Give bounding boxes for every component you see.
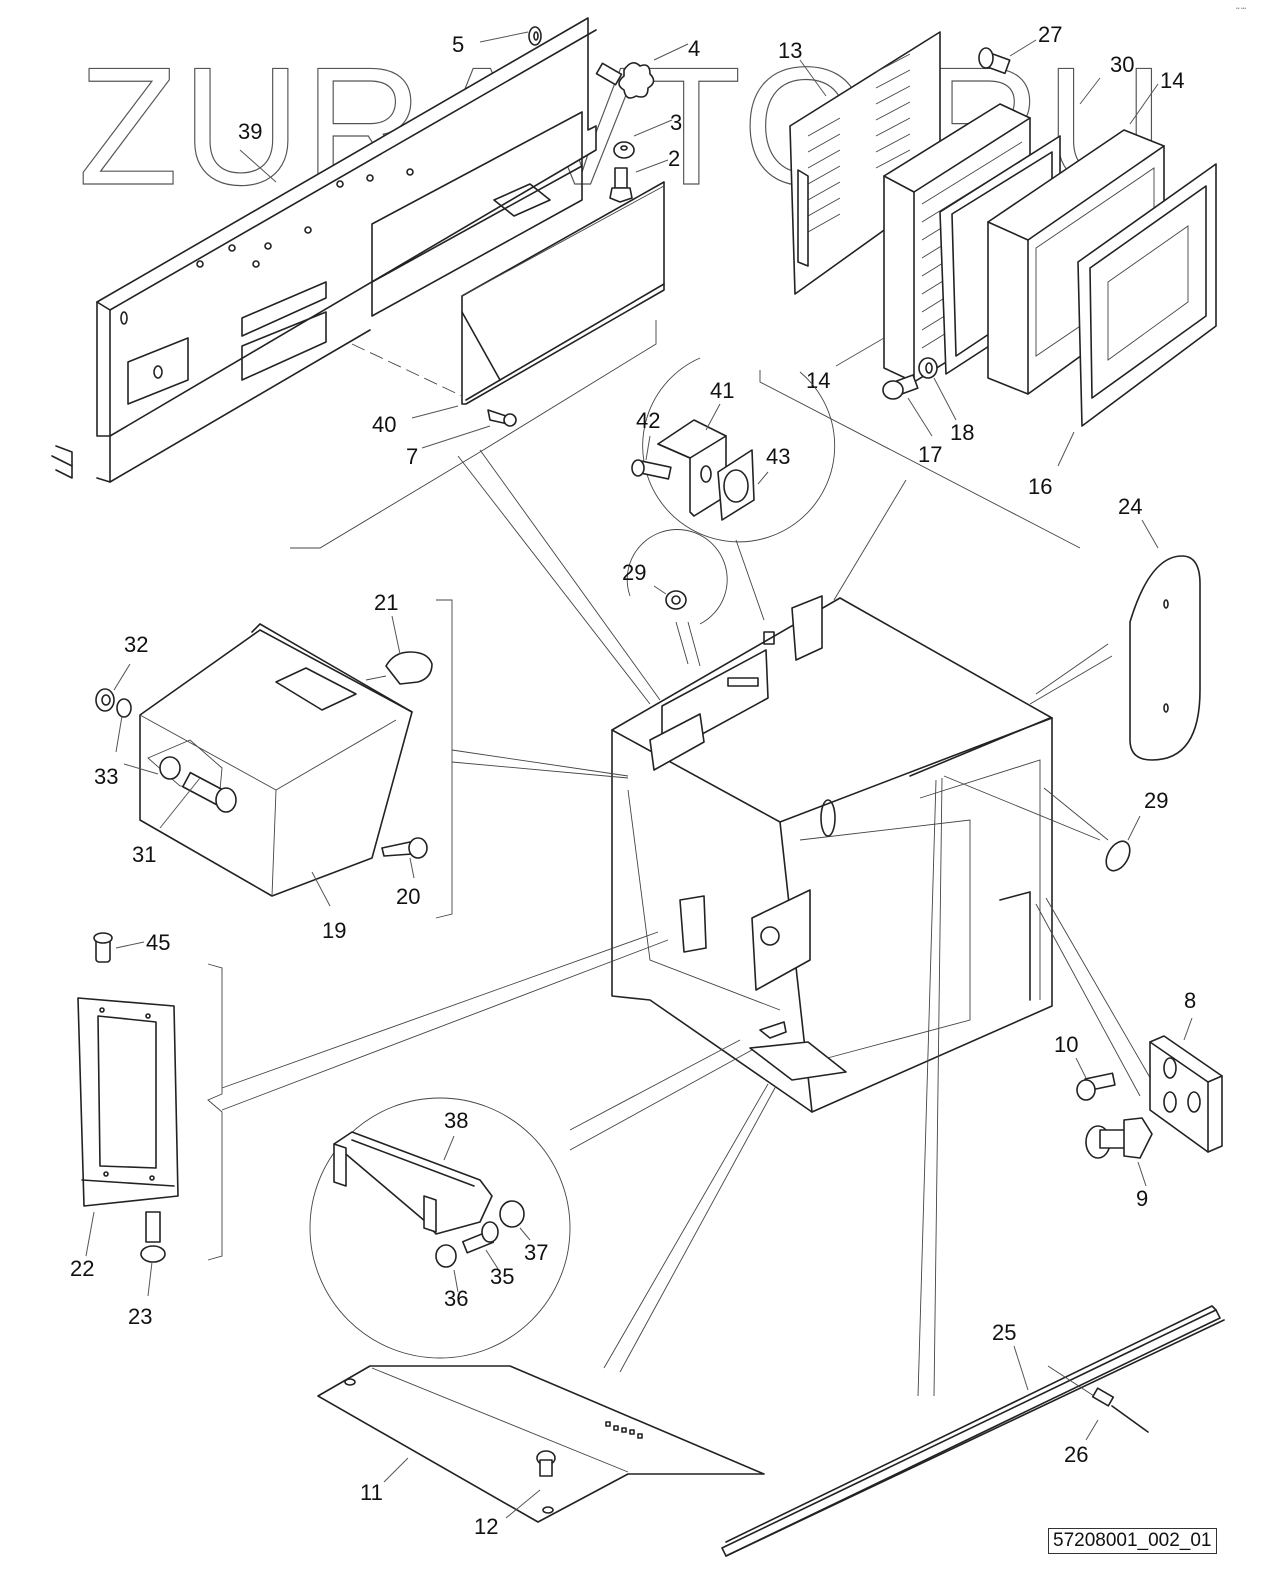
part-37-nut xyxy=(499,1200,525,1228)
part-45-insert-nut xyxy=(93,932,113,963)
part-22-bracket-frame xyxy=(77,997,179,1207)
callout-16: 16 xyxy=(1028,474,1052,499)
part-40-cover-plate xyxy=(461,181,665,405)
callout-33: 33 xyxy=(94,764,118,789)
callout-45: 45 xyxy=(146,930,170,955)
callout-27: 27 xyxy=(1038,22,1062,47)
part-35-bolt xyxy=(461,1221,499,1254)
detail-circle-bracket xyxy=(631,357,836,543)
callout-23: 23 xyxy=(128,1304,152,1329)
part-25-angle-strip xyxy=(721,1305,1225,1557)
part-11-floor-plate xyxy=(317,1365,765,1523)
callout-20: 20 xyxy=(396,884,420,909)
part-2-bolt xyxy=(609,167,633,203)
part-21-connector xyxy=(365,651,433,685)
detail-circle-grommet xyxy=(626,529,728,625)
callout-26: 26 xyxy=(1064,1442,1088,1467)
part-20-screw xyxy=(381,837,428,859)
part-10-cap-screw xyxy=(1076,1072,1116,1101)
part-12-countersunk-screw xyxy=(536,1450,556,1514)
callout-29-right: 29 xyxy=(1144,788,1168,813)
part-33-washer xyxy=(116,698,181,780)
part-26-rivet xyxy=(1047,1365,1149,1433)
part-29-grommet xyxy=(1105,840,1131,872)
part-24-oval-cover xyxy=(1129,555,1201,761)
callout-29-top: 29 xyxy=(622,560,646,585)
callout-30: 30 xyxy=(1110,52,1134,77)
detail-circle-handle xyxy=(309,1097,571,1359)
callout-8: 8 xyxy=(1184,988,1196,1013)
callout-40: 40 xyxy=(372,412,396,437)
callout-38: 38 xyxy=(444,1108,468,1133)
callout-43: 43 xyxy=(766,444,790,469)
callout-10: 10 xyxy=(1054,1032,1078,1057)
part-19-box-housing xyxy=(139,623,413,897)
part-32-nut xyxy=(95,688,115,712)
cab-frame xyxy=(611,595,1053,1113)
callout-15: 14 xyxy=(806,368,830,393)
callout-24: 24 xyxy=(1118,494,1142,519)
callout-17: 17 xyxy=(918,442,942,467)
callout-5: 5 xyxy=(452,32,464,57)
part-5-grommet xyxy=(528,26,542,46)
part-4-star-knob xyxy=(595,62,655,99)
corner-mark: •• ••• xyxy=(1236,6,1247,12)
drawing-reference: 57208001_002_01 xyxy=(1048,1528,1217,1554)
part-31-hex-bolt xyxy=(182,771,237,813)
callout-7: 7 xyxy=(406,444,418,469)
part-16-gasket-frame xyxy=(1077,163,1217,427)
part-9-push-button xyxy=(1085,1117,1153,1159)
part-27-bolt xyxy=(978,47,1011,75)
callout-4: 4 xyxy=(688,36,700,61)
callout-37: 37 xyxy=(524,1240,548,1265)
part-7-screw xyxy=(487,409,517,427)
part-18-washer xyxy=(918,357,938,379)
callout-2: 2 xyxy=(668,146,680,171)
leader-lines xyxy=(221,320,1157,1397)
callout-19: 19 xyxy=(322,918,346,943)
part-8-mounting-block xyxy=(1149,1035,1223,1153)
callout-36: 36 xyxy=(444,1286,468,1311)
callout-22: 22 xyxy=(70,1256,94,1281)
part-36-washer xyxy=(435,1244,457,1268)
callout-18: 18 xyxy=(950,420,974,445)
callout-12: 12 xyxy=(474,1514,498,1539)
callout-21: 21 xyxy=(374,590,398,615)
callout-35: 35 xyxy=(490,1264,514,1289)
part-17-hex-bolt xyxy=(882,374,919,400)
callout-25: 25 xyxy=(992,1320,1016,1345)
callout-42: 42 xyxy=(636,408,660,433)
part-39-dashboard-panel xyxy=(51,17,597,483)
callout-13: 13 xyxy=(778,38,802,63)
callout-9: 9 xyxy=(1136,1186,1148,1211)
callout-3: 3 xyxy=(670,110,682,135)
callout-39: 39 xyxy=(238,119,262,144)
callout-41: 41 xyxy=(710,378,734,403)
callout-32: 32 xyxy=(124,632,148,657)
callout-11: 11 xyxy=(360,1480,383,1505)
part-3-washer xyxy=(613,141,635,159)
callout-14: 14 xyxy=(1160,68,1184,93)
part-23-bolt xyxy=(140,1211,166,1263)
callout-31: 31 xyxy=(132,842,156,867)
